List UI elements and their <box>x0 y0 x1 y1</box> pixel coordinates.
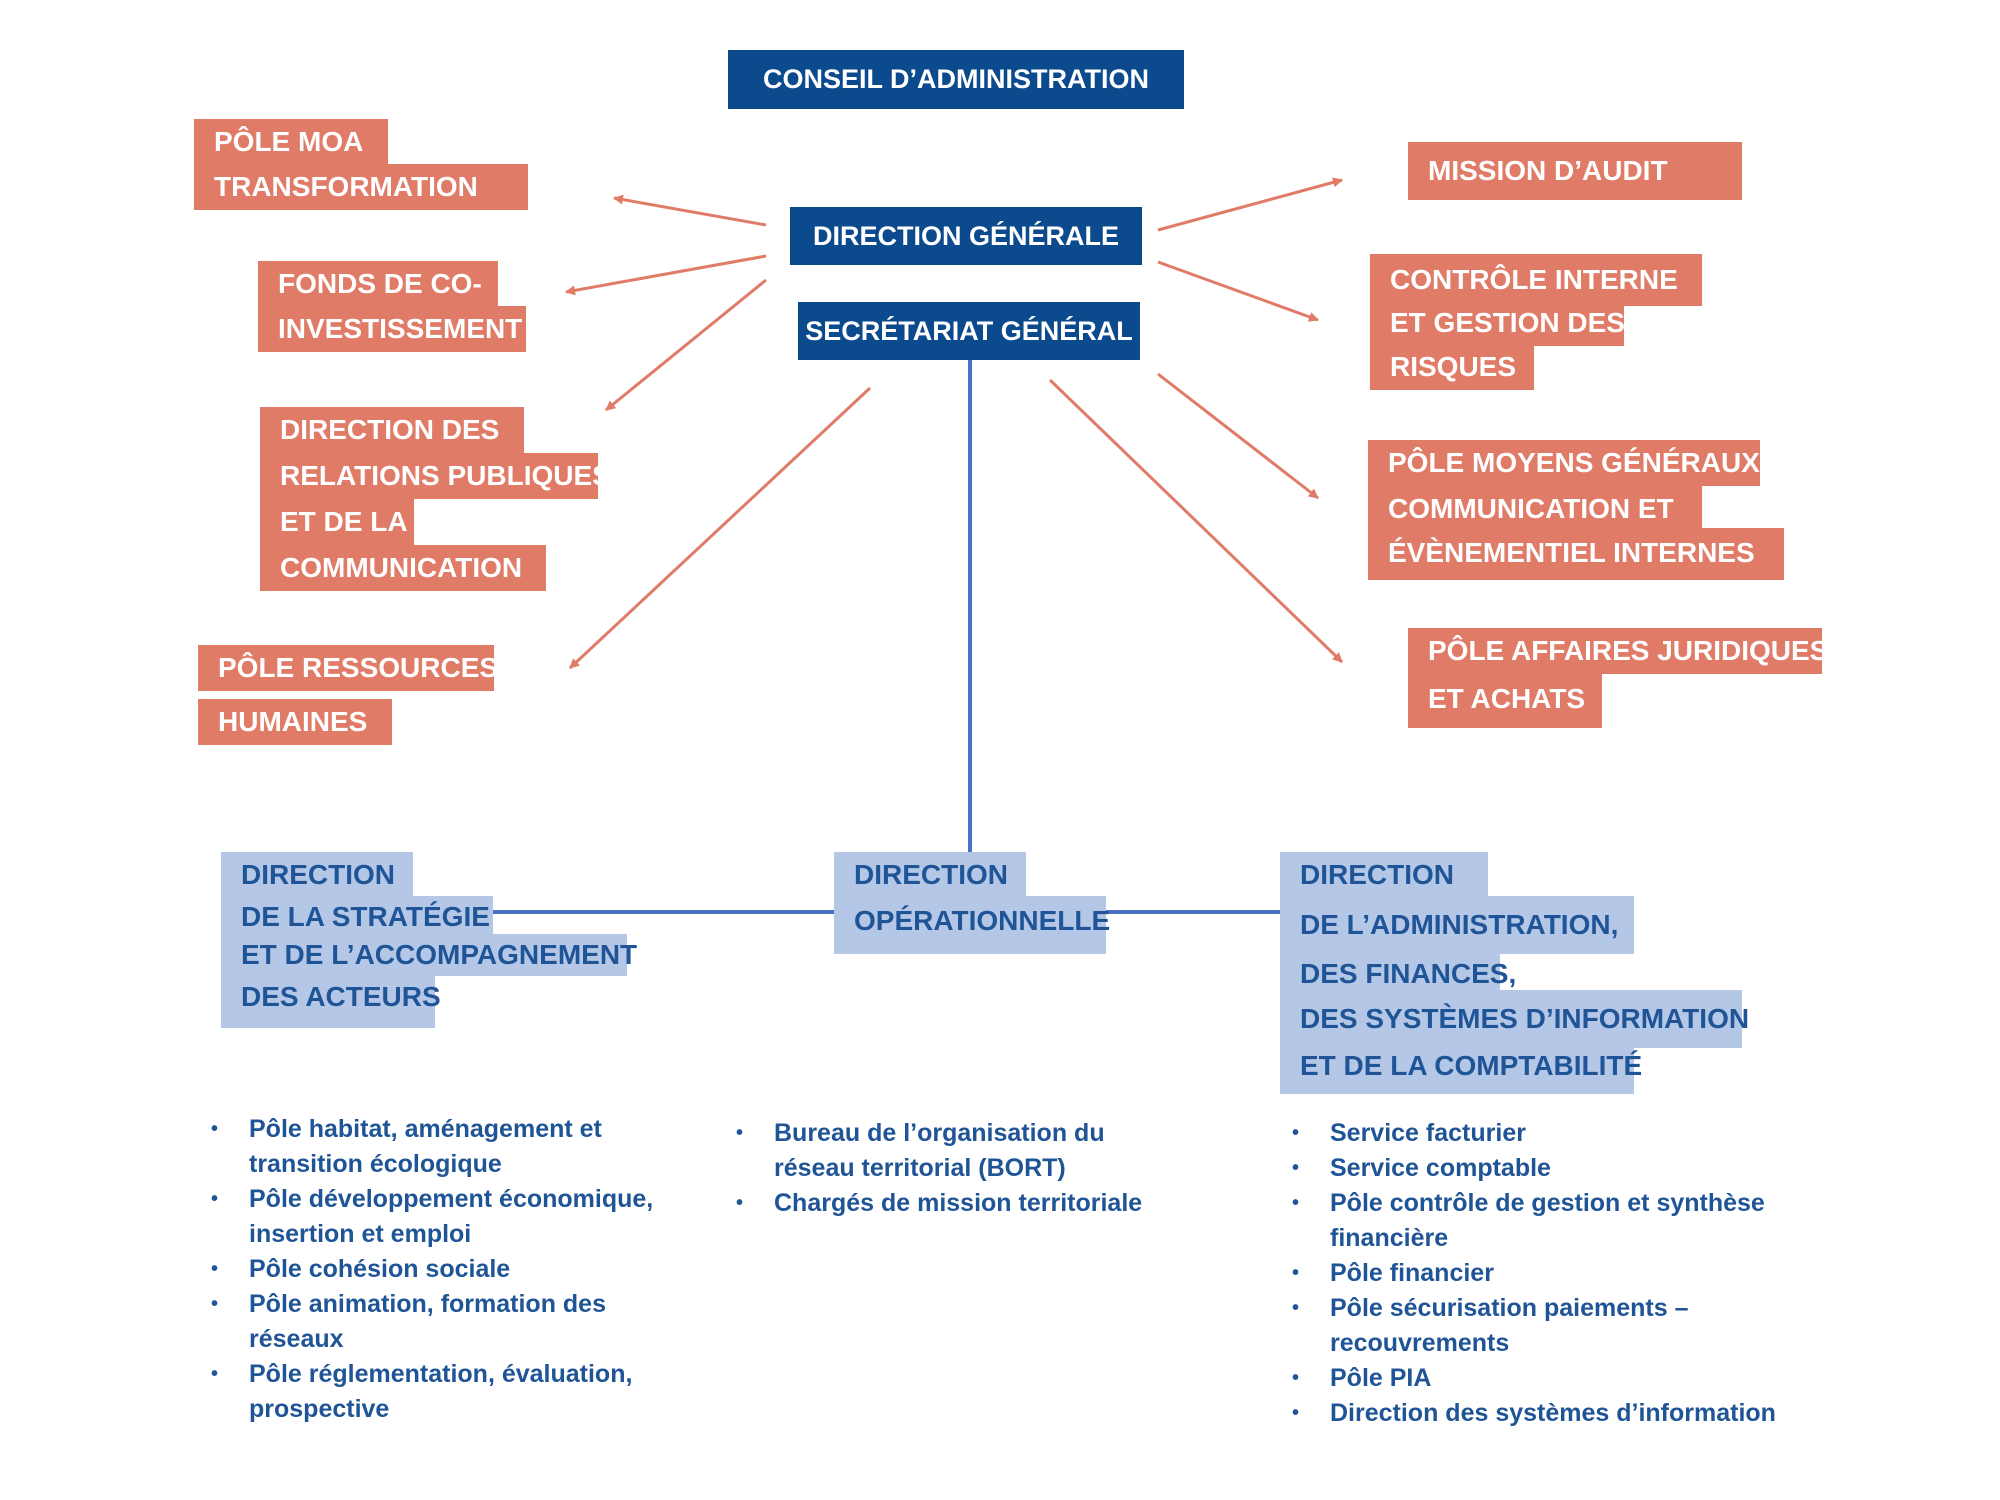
conseil-administration-box: CONSEIL D’ADMINISTRATION <box>728 50 1184 109</box>
list-item: Pôle habitat, aménagement et transition … <box>211 1112 681 1182</box>
moyens-line: ÉVÈNEMENTIEL INTERNES <box>1368 528 1784 580</box>
controle-line: RISQUES <box>1370 344 1534 390</box>
audit-line: MISSION D’AUDIT <box>1408 142 1742 200</box>
controle-line: CONTRÔLE INTERNE <box>1370 254 1702 306</box>
administration-line: ET DE LA COMPTABILITÉ <box>1280 1046 1642 1094</box>
list-item: Direction des systèmes d’information <box>1292 1396 1792 1431</box>
administration-services-list: Service facturier Service comptable Pôle… <box>1292 1116 1792 1431</box>
arrow-to-moyens <box>1157 372 1319 500</box>
fonds-line: FONDS DE CO- <box>258 261 498 307</box>
direction-generale-box: DIRECTION GÉNÉRALE <box>790 207 1142 265</box>
secretariat-general-box: SECRÉTARIAT GÉNÉRAL <box>798 302 1140 360</box>
pole-moa-line: TRANSFORMATION <box>194 164 528 210</box>
list-item: Pôle sécurisation paiements – recouvreme… <box>1292 1291 1792 1361</box>
list-item: Pôle contrôle de gestion et synthèse fin… <box>1292 1186 1792 1256</box>
operationnelle-line: OPÉRATIONNELLE <box>834 896 1110 954</box>
operationnelle-items-list: Bureau de l’organisation du réseau terri… <box>736 1116 1156 1221</box>
fonds-line: INVESTISSEMENT <box>258 306 526 352</box>
administration-line: DES SYSTÈMES D’INFORMATION <box>1280 990 1749 1048</box>
juridique-line: PÔLE AFFAIRES JURIDIQUES <box>1408 628 1828 674</box>
list-item: Bureau de l’organisation du réseau terri… <box>736 1116 1156 1186</box>
arrow-to-audit <box>1157 177 1343 232</box>
arrow-to-moa <box>613 194 767 227</box>
list-item: Pôle financier <box>1292 1256 1792 1291</box>
arrow-to-rh <box>568 386 872 670</box>
pole-moa-line: PÔLE MOA <box>194 119 388 165</box>
strategie-line: DIRECTION <box>221 852 413 898</box>
operationnelle-line: DIRECTION <box>834 852 1026 898</box>
moyens-line: COMMUNICATION ET <box>1368 486 1702 532</box>
juridique-line: ET ACHATS <box>1408 674 1602 728</box>
arrow-to-relations <box>605 278 767 412</box>
list-item: Service facturier <box>1292 1116 1792 1151</box>
strategie-line: DE LA STRATÉGIE <box>221 896 493 938</box>
moyens-line: PÔLE MOYENS GÉNÉRAUX, <box>1368 440 1768 486</box>
relations-line: DIRECTION DES <box>260 407 524 453</box>
controle-line: ET GESTION DES <box>1370 300 1625 346</box>
list-item: Chargés de mission territoriale <box>736 1186 1156 1221</box>
list-item: Pôle animation, formation des réseaux <box>211 1287 681 1357</box>
list-item: Pôle cohésion sociale <box>211 1252 681 1287</box>
strategie-line: ET DE L’ACCOMPAGNEMENT <box>221 934 637 976</box>
relations-line: COMMUNICATION <box>260 545 546 591</box>
rh-line: PÔLE RESSOURCES <box>198 645 498 691</box>
list-item: Pôle PIA <box>1292 1361 1792 1396</box>
arrow-to-controle <box>1157 260 1319 322</box>
administration-line: DE L’ADMINISTRATION, <box>1280 896 1634 954</box>
arrow-to-juridique <box>1048 378 1344 664</box>
administration-line: DIRECTION <box>1280 852 1488 898</box>
strategie-line: DES ACTEURS <box>221 972 441 1028</box>
relations-line: RELATIONS PUBLIQUES <box>260 453 611 499</box>
list-item: Pôle réglementation, évaluation, prospec… <box>211 1357 681 1427</box>
rh-line: HUMAINES <box>198 699 392 745</box>
arrow-to-fonds <box>565 254 767 296</box>
relations-line: ET DE LA <box>260 499 414 545</box>
strategie-poles-list: Pôle habitat, aménagement et transition … <box>211 1112 681 1427</box>
list-item: Pôle développement économique, insertion… <box>211 1182 681 1252</box>
list-item: Service comptable <box>1292 1151 1792 1186</box>
